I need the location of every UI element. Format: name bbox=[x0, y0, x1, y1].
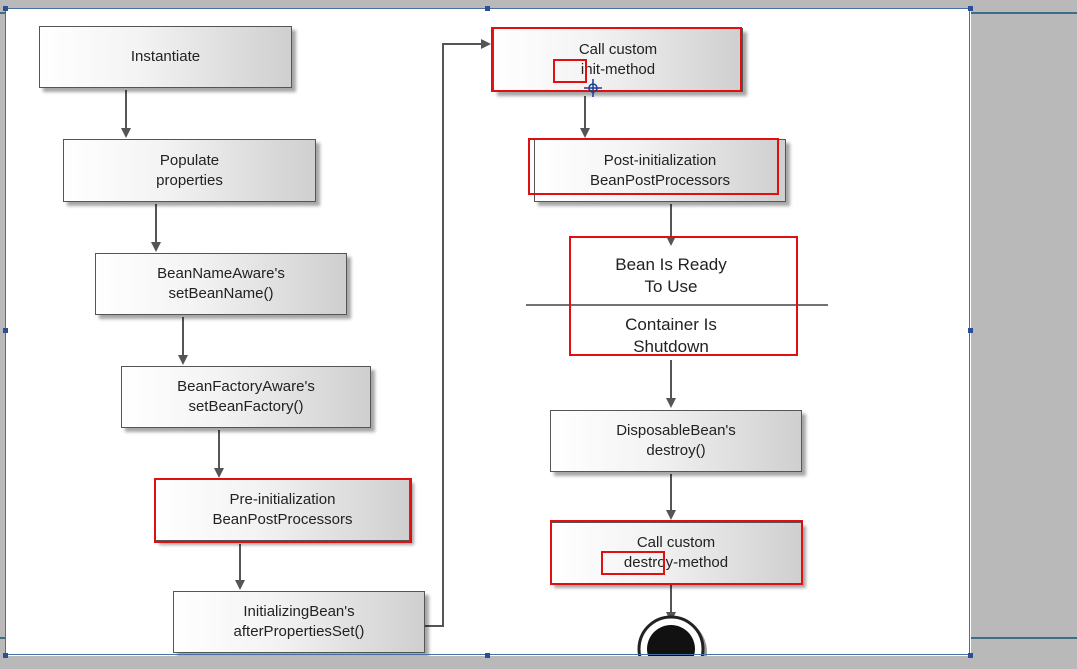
highlight-ready-shutdown bbox=[569, 236, 798, 356]
node-instantiate[interactable]: Instantiate bbox=[39, 26, 292, 88]
diagram-canvas[interactable]: Instantiate Populate properties BeanName… bbox=[5, 8, 971, 656]
node-beannameaware[interactable]: BeanNameAware's setBeanName() bbox=[95, 253, 347, 315]
connector-layer bbox=[121, 39, 828, 656]
label-container-shutdown: Container Is Shutdown bbox=[625, 315, 717, 356]
node-disposablebean[interactable]: DisposableBean's destroy() bbox=[550, 410, 802, 472]
node-init-method[interactable]: Call custom init-method bbox=[493, 28, 743, 92]
resize-handle-middle-right[interactable] bbox=[968, 328, 973, 333]
resize-handle-bottom-right[interactable] bbox=[968, 653, 973, 658]
resize-handle-top-center[interactable] bbox=[485, 6, 490, 11]
node-beanfactoryaware[interactable]: BeanFactoryAware's setBeanFactory() bbox=[121, 366, 371, 428]
move-cursor-icon bbox=[584, 79, 602, 97]
resize-handle-bottom-left[interactable] bbox=[3, 653, 8, 658]
resize-handle-bottom-center[interactable] bbox=[485, 653, 490, 658]
highlight-init-method bbox=[491, 27, 742, 92]
highlight-destroy-word bbox=[601, 551, 665, 575]
node-initializingbean[interactable]: InitializingBean's afterPropertiesSet() bbox=[173, 591, 425, 653]
label-bean-ready: Bean Is Ready To Use bbox=[615, 255, 727, 296]
highlight-pre-initialization bbox=[154, 478, 412, 543]
highlight-init-word bbox=[553, 59, 587, 83]
node-populate-properties[interactable]: Populate properties bbox=[63, 139, 316, 202]
resize-handle-top-right[interactable] bbox=[968, 6, 973, 11]
node-post-initialization[interactable]: Post-initialization BeanPostProcessors bbox=[534, 139, 786, 202]
highlight-post-initialization bbox=[528, 138, 779, 195]
highlight-destroy-method bbox=[550, 520, 803, 585]
node-pre-initialization[interactable]: Pre-initialization BeanPostProcessors bbox=[155, 479, 410, 541]
resize-handle-top-left[interactable] bbox=[3, 6, 8, 11]
resize-handle-middle-left[interactable] bbox=[3, 328, 8, 333]
arrow-initializingbean-to-initmethod bbox=[425, 39, 491, 627]
end-state-icon bbox=[637, 615, 707, 656]
